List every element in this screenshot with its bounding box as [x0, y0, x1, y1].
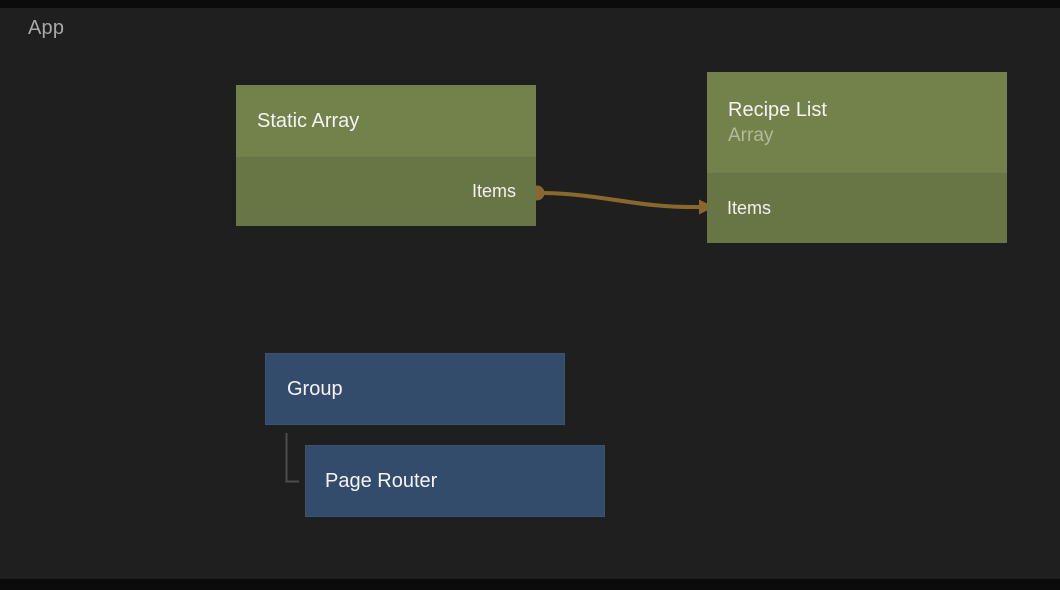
node-header[interactable]: Static Array: [236, 85, 536, 157]
window-bottom-edge: [0, 579, 1060, 590]
output-port-row-items[interactable]: Items: [236, 157, 536, 226]
hierarchy-connector-group-pagerouter[interactable]: [285, 433, 300, 483]
node-static-array[interactable]: Static Array Items: [236, 85, 536, 226]
node-page-router[interactable]: Page Router: [305, 445, 605, 517]
port-label: Items: [727, 197, 772, 218]
window-top-edge: [0, 0, 1060, 8]
port-label: Items: [471, 181, 516, 201]
node-title: Static Array: [257, 109, 360, 132]
node-recipe-list[interactable]: Recipe List Array Items: [707, 72, 1007, 243]
breadcrumb[interactable]: App: [28, 17, 65, 39]
node-title: Page Router: [325, 469, 438, 492]
node-group[interactable]: Group: [265, 353, 565, 425]
node-header[interactable]: Recipe List Array: [707, 72, 1007, 173]
node-subtitle: Array: [728, 124, 774, 146]
input-port-row-items[interactable]: Items: [707, 173, 1007, 243]
node-title: Group: [287, 377, 343, 400]
node-title: Recipe List: [728, 98, 827, 121]
data-connection-items[interactable]: [543, 191, 701, 210]
